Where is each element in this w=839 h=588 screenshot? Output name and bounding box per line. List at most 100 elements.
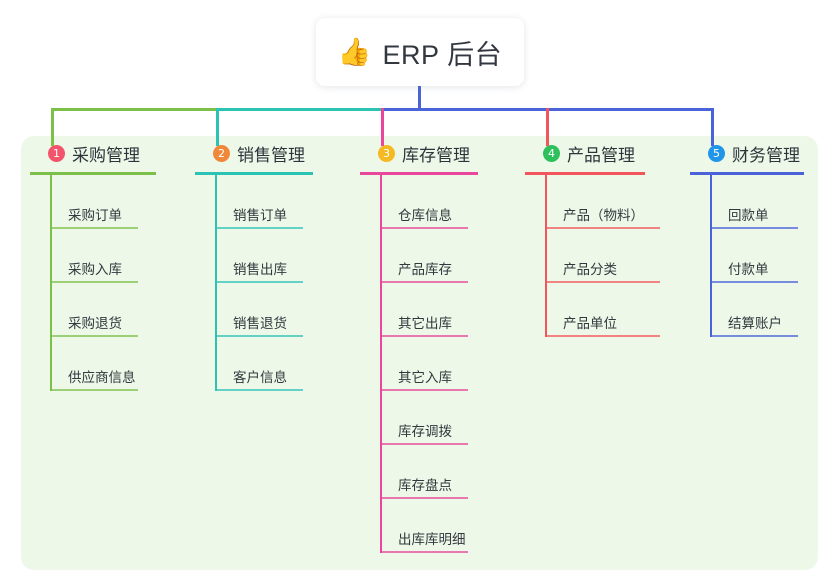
connector-drop-2 <box>216 108 219 146</box>
connector-drop-5 <box>711 108 714 146</box>
branch-underline <box>360 172 478 175</box>
branch-item[interactable]: 回款单 <box>690 175 825 229</box>
root-title: ERP 后台 <box>382 39 503 70</box>
branch-item-label: 采购订单 <box>68 208 122 223</box>
branch-items: 销售订单销售出库销售退货客户信息 <box>195 175 335 391</box>
branch-item-underline <box>380 281 468 283</box>
connector-bus-segment-2 <box>216 108 381 111</box>
branch-item[interactable]: 仓库信息 <box>360 175 500 229</box>
branch-number-badge: 1 <box>48 144 65 162</box>
connector-bus-segment-3 <box>381 108 546 111</box>
branch-title: 库存管理 <box>402 145 470 165</box>
branch-item-label: 销售退货 <box>233 316 287 331</box>
branch-underline <box>525 172 645 175</box>
branch-item-underline <box>380 227 468 229</box>
branch-item-underline <box>380 389 468 391</box>
branch-underline <box>30 172 156 175</box>
branch-header-2[interactable]: 2 销售管理 <box>195 136 335 170</box>
branch-item-label: 销售出库 <box>233 262 287 277</box>
branch-item[interactable]: 库存盘点 <box>360 445 500 499</box>
connector-drop-1 <box>51 108 54 146</box>
branch-item-label: 供应商信息 <box>68 370 136 385</box>
branch-item[interactable]: 产品（物料） <box>525 175 665 229</box>
connector-bus-segment-4 <box>546 108 713 111</box>
branch-items: 产品（物料） 产品分类产品单位 <box>525 175 665 337</box>
branch-item-label: 客户信息 <box>233 370 287 385</box>
branch-item-underline <box>215 335 303 337</box>
branch-number-badge: 2 <box>213 144 230 162</box>
branch-item-underline <box>50 389 138 391</box>
branch-item[interactable]: 产品分类 <box>525 229 665 283</box>
branch-item-underline <box>380 335 468 337</box>
branch-items: 仓库信息产品库存其它出库其它入库库存调拨库存盘点出库库明细 <box>360 175 500 553</box>
branch-item[interactable]: 销售退货 <box>195 283 335 337</box>
branch-item-label: 其它入库 <box>398 370 452 385</box>
branch-spine <box>50 175 52 391</box>
branch-item-underline <box>215 389 303 391</box>
branch-item[interactable]: 销售订单 <box>195 175 335 229</box>
branch-number-badge: 5 <box>708 144 725 162</box>
branch-title: 产品管理 <box>567 145 635 165</box>
branch-item-underline <box>215 281 303 283</box>
branch-item[interactable]: 出库库明细 <box>360 499 500 553</box>
branch-item[interactable]: 采购订单 <box>30 175 178 229</box>
branch-item-label: 库存调拨 <box>398 424 452 439</box>
branch-item-underline <box>380 443 468 445</box>
branch-underline <box>690 172 804 175</box>
branch-item-label: 销售订单 <box>233 208 287 223</box>
branch-item-underline <box>380 497 468 499</box>
connector-bus-segment-1 <box>51 108 216 111</box>
branch-item-underline <box>50 335 138 337</box>
branch-item-underline <box>545 227 660 229</box>
branch-item[interactable]: 其它出库 <box>360 283 500 337</box>
branch-item-label: 其它出库 <box>398 316 452 331</box>
branch-item[interactable]: 客户信息 <box>195 337 335 391</box>
branch-item-label: 仓库信息 <box>398 208 452 223</box>
branch-item-underline <box>545 335 660 337</box>
branch-item[interactable]: 采购入库 <box>30 229 178 283</box>
root-node[interactable]: 👍 ERP 后台 <box>316 18 524 86</box>
branch-item-underline <box>50 281 138 283</box>
branch-item[interactable]: 产品单位 <box>525 283 665 337</box>
branch-item-label: 采购入库 <box>68 262 122 277</box>
branch-item[interactable]: 采购退货 <box>30 283 178 337</box>
branch-spine <box>710 175 712 337</box>
branch-item-underline <box>710 335 798 337</box>
branch-item-underline <box>710 227 798 229</box>
branch-item[interactable]: 其它入库 <box>360 337 500 391</box>
branch-item[interactable]: 供应商信息 <box>30 337 178 391</box>
branch-spine <box>215 175 217 391</box>
branch-item-underline <box>545 281 660 283</box>
branch-number-badge: 4 <box>543 144 560 162</box>
branch-items: 采购订单采购入库采购退货供应商信息 <box>30 175 178 391</box>
branch-item[interactable]: 结算账户 <box>690 283 825 337</box>
branch-item[interactable]: 付款单 <box>690 229 825 283</box>
branch-item[interactable]: 销售出库 <box>195 229 335 283</box>
branch-item-label: 产品分类 <box>563 262 617 277</box>
branch-item-underline <box>380 551 468 553</box>
branch-item-label: 回款单 <box>728 208 769 223</box>
branch-item-underline <box>50 227 138 229</box>
branch-title: 销售管理 <box>237 145 305 165</box>
branch-item-label: 产品库存 <box>398 262 452 277</box>
branch-header-4[interactable]: 4 产品管理 <box>525 136 665 170</box>
branch-item-label: 出库库明细 <box>398 532 466 547</box>
branch-item-label: 产品单位 <box>563 316 617 331</box>
branch-column-2: 2 销售管理销售订单销售出库销售退货客户信息 <box>195 136 335 391</box>
branch-items: 回款单付款单结算账户 <box>690 175 825 337</box>
branch-item-label: 采购退货 <box>68 316 122 331</box>
branch-item[interactable]: 产品库存 <box>360 229 500 283</box>
thumbs-up-icon: 👍 <box>337 36 372 67</box>
connector-drop-4 <box>546 108 549 146</box>
branch-item-label: 付款单 <box>728 262 769 277</box>
branch-item-underline <box>710 281 798 283</box>
branch-item[interactable]: 库存调拨 <box>360 391 500 445</box>
